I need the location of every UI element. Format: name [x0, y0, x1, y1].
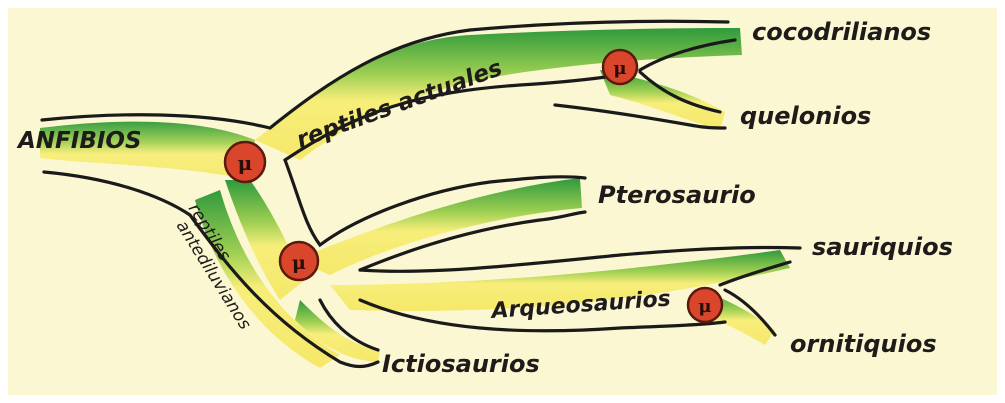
- node-antediluvianos: μ: [280, 242, 318, 280]
- label-anfibios: ANFIBIOS: [16, 128, 142, 154]
- label-sauriquios: sauriquios: [812, 233, 953, 261]
- label-cocodrilianos: cocodrilianos: [752, 18, 931, 46]
- svg-text:μ: μ: [698, 296, 711, 317]
- label-ictiosaurios: Ictiosaurios: [382, 350, 540, 378]
- label-ornitiquios: ornitiquios: [790, 330, 937, 358]
- svg-text:μ: μ: [238, 151, 253, 175]
- label-quelonios: quelonios: [740, 102, 871, 130]
- node-arqueosaurios: μ: [688, 288, 722, 322]
- svg-text:μ: μ: [613, 58, 626, 79]
- node-anfibios-split: μ: [225, 142, 265, 182]
- svg-text:μ: μ: [292, 252, 306, 274]
- label-pterosaurio: Pterosaurio: [598, 181, 756, 209]
- node-reptiles-actuales: μ: [603, 50, 637, 84]
